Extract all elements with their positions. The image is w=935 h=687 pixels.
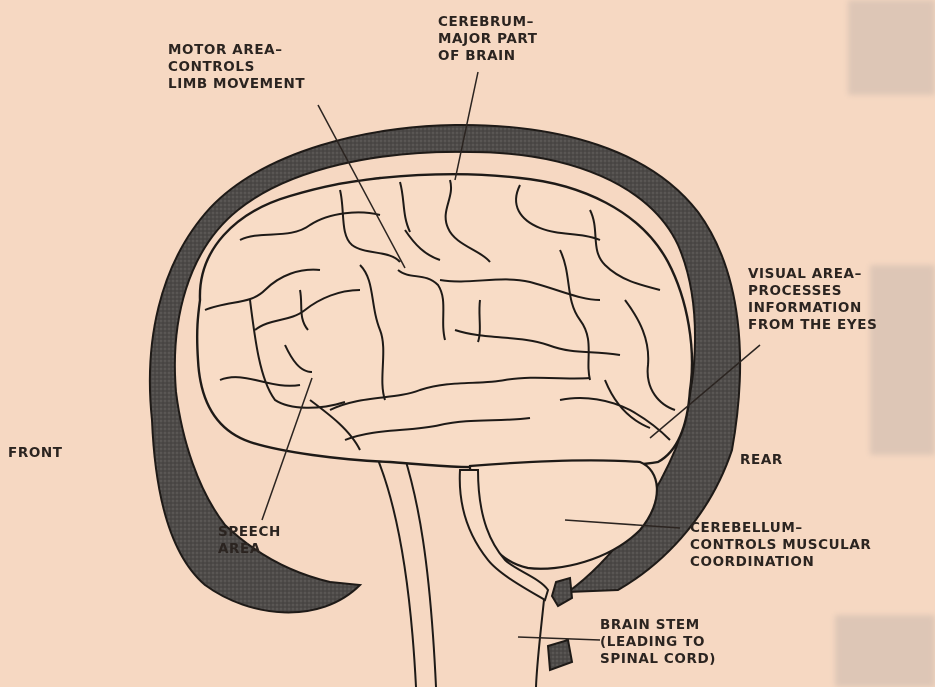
leader-line-brain-stem — [518, 637, 600, 640]
label-motor-area: MOTOR AREA– CONTROLS LIMB MOVEMENT — [168, 42, 305, 93]
label-visual-area: VISUAL AREA– PROCESSES INFORMATION FROM … — [748, 266, 877, 334]
label-speech-area: SPEECH AREA — [218, 524, 281, 558]
label-cerebrum: CEREBRUM– MAJOR PART OF BRAIN — [438, 14, 538, 65]
label-cerebellum: CEREBELLUM– CONTROLS MUSCULAR COORDINATI… — [690, 520, 871, 571]
vertebra-upper — [552, 578, 572, 606]
spinal-column-left — [404, 455, 436, 687]
label-brain-stem: BRAIN STEM (LEADING TO SPINAL CORD) — [600, 617, 716, 668]
spinal-column-far-left — [376, 455, 416, 687]
vertebra-lower — [548, 640, 572, 670]
label-rear: REAR — [740, 452, 783, 469]
label-front: FRONT — [8, 445, 63, 462]
